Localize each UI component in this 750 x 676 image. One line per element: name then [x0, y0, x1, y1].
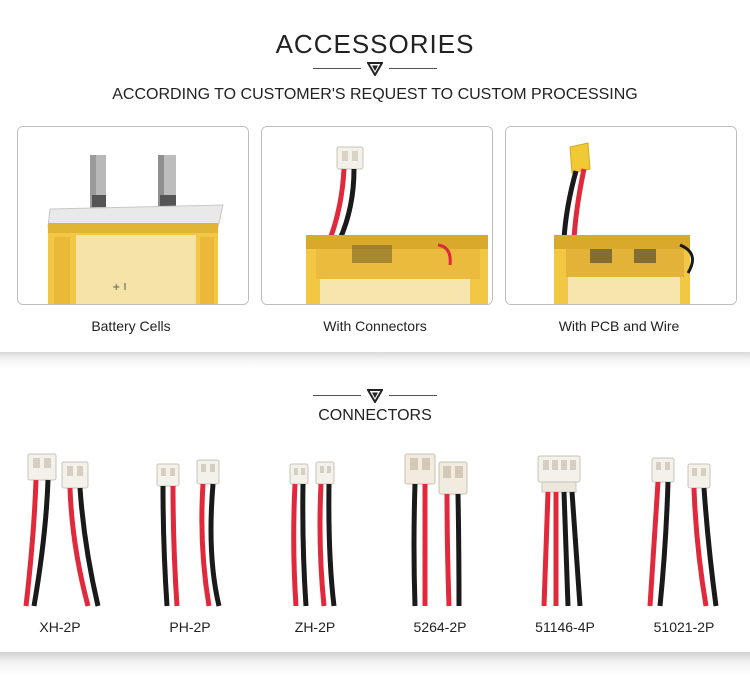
bottom-divider: [0, 652, 750, 676]
with-pcb-and-wire-card: [505, 126, 737, 305]
with-connectors-image: [262, 127, 492, 304]
title-ornament: [313, 62, 437, 76]
connector-zh-2p-label: ZH-2P: [294, 619, 336, 635]
with-connectors-card: [261, 126, 493, 305]
connectors-section: [0, 370, 750, 660]
connector-xh-2p-image: [12, 446, 120, 610]
down-triangle-icon: [367, 62, 383, 76]
connector-5264-2p-label: 5264-2P: [413, 619, 467, 635]
section-divider: [0, 352, 750, 370]
connector-zh-2p-image: [262, 446, 370, 610]
connector-5264-2p-image: [387, 446, 495, 610]
with-pcb-and-wire-label: With PCB and Wire: [558, 318, 680, 334]
battery-cells-image: + I: [18, 127, 248, 304]
page-title: ACCESSORIES: [275, 29, 475, 59]
connector-51146-4p-label: 51146-4P: [535, 619, 595, 635]
with-pcb-and-wire-image: [506, 127, 736, 304]
down-triangle-icon: [367, 389, 383, 403]
connector-xh-2p-label: XH-2P: [39, 619, 81, 635]
connector-ph-2p-label: PH-2P: [169, 619, 211, 635]
connectors-title: CONNECTORS: [318, 407, 432, 424]
connector-51146-4p-image: [512, 446, 620, 610]
connector-51021-2p-image: [630, 446, 738, 610]
connectors-ornament: [313, 389, 437, 403]
connector-51021-2p-label: 51021-2P: [653, 619, 715, 635]
connector-ph-2p-image: [137, 446, 245, 610]
battery-cells-label: Battery Cells: [91, 318, 171, 334]
page-subtitle: ACCORDING TO CUSTOMER'S REQUEST TO CUSTO…: [112, 86, 638, 103]
battery-cells-card: + I: [17, 126, 249, 305]
with-connectors-label: With Connectors: [323, 318, 427, 334]
svg-text:+ I: + I: [112, 282, 127, 293]
